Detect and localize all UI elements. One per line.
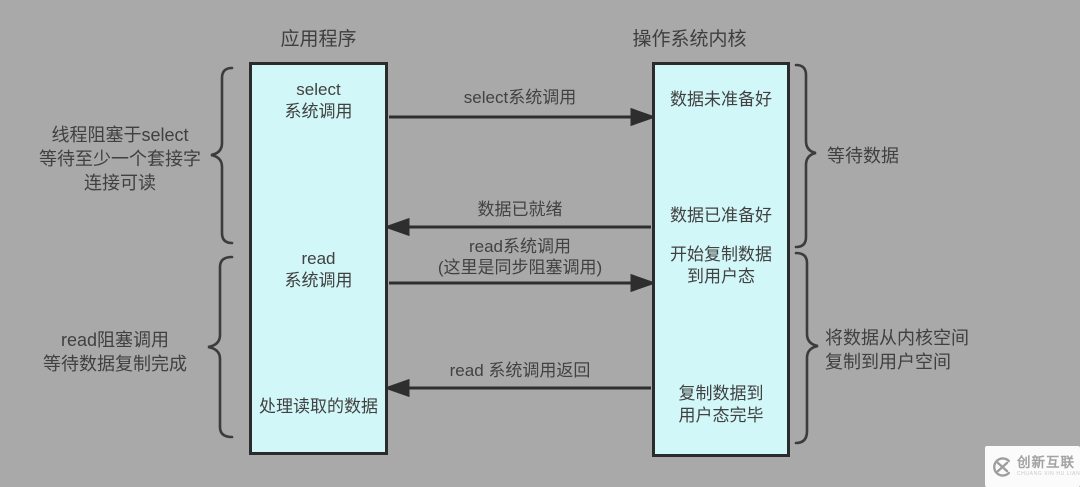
annotation-read-blocking: read阻塞调用 等待数据复制完成 — [43, 330, 187, 374]
watermark-badge: 创新互联 CHUANG XIN HU LIAN — [985, 446, 1080, 487]
application-box — [249, 62, 388, 455]
application-title: 应用程序 — [280, 29, 357, 50]
cx-logo-icon — [993, 456, 1011, 477]
kernel-title: 操作系统内核 — [632, 29, 747, 50]
app-process-data-label: 处理读取的数据 — [259, 397, 378, 416]
watermark-sub-text: CHUANG XIN HU LIAN — [1017, 471, 1080, 478]
select-call-arrow-label: select系统调用 — [463, 88, 577, 107]
read-call-arrow-label: read系统调用 — [468, 237, 572, 256]
data-ready-arrow — [383, 217, 651, 237]
read-return-arrow — [383, 378, 651, 398]
kernel-data-not-ready-label: 数据未准备好 — [670, 90, 772, 109]
kernel-copy-done-label: 复制数据到 用户态完毕 — [678, 384, 764, 426]
read-call-arrow-note: (这里是同步阻塞调用) — [437, 258, 603, 277]
data-ready-arrow-label: 数据已就绪 — [477, 200, 563, 219]
read-return-arrow-label: read 系统调用返回 — [449, 361, 591, 380]
kernel-data-ready-label: 数据已准备好 — [670, 206, 772, 225]
app-select-call-label: select 系统调用 — [284, 80, 353, 122]
annotation-copy-kernel-to-user: 将数据从内核空间 复制到用户空间 — [825, 328, 969, 372]
annotation-select-blocking: 线程阻塞于select 等待至少一个套接字 连接可读 — [39, 125, 201, 193]
annotation-wait-data: 等待数据 — [827, 146, 899, 166]
watermark-brand-text: 创新互联 — [1017, 454, 1075, 470]
kernel-copy-start-label: 开始复制数据 到用户态 — [670, 245, 772, 287]
brace-right-top — [794, 63, 817, 249]
select-call-arrow — [389, 107, 657, 127]
app-read-call-label: read 系统调用 — [284, 249, 353, 291]
kernel-box — [652, 62, 790, 457]
brace-right-bottom — [794, 251, 819, 445]
